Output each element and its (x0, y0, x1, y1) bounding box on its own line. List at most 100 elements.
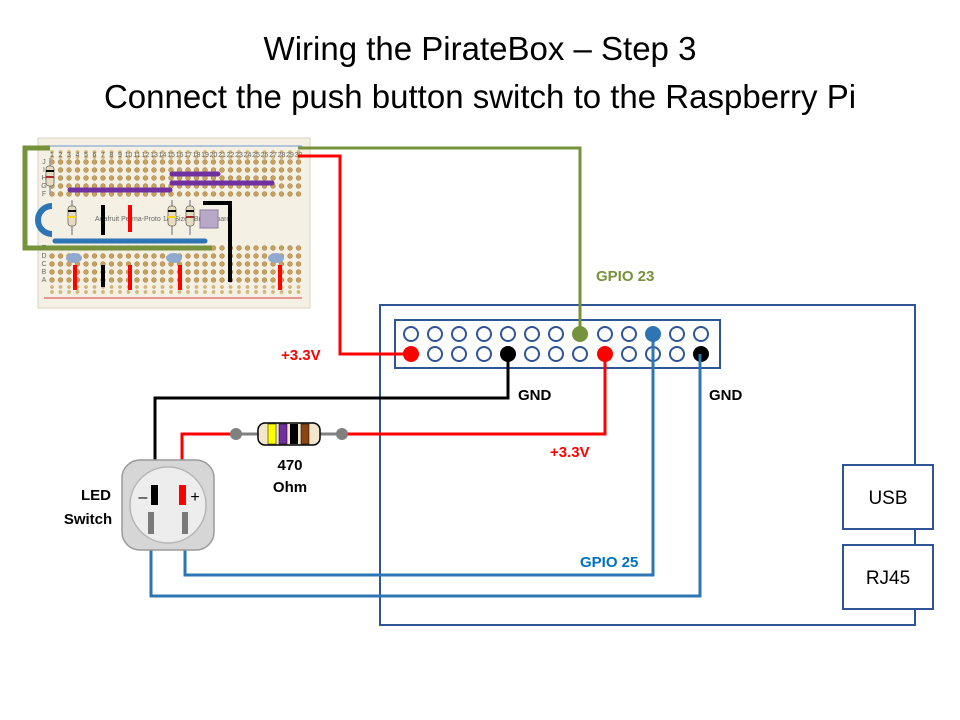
breadboard-hole (49, 277, 55, 283)
breadboard-hole (210, 277, 217, 283)
gpio-pin (451, 326, 467, 342)
breadboard-hole (278, 245, 285, 251)
breadboard-rail-hole (109, 150, 114, 154)
gpio-pin (693, 326, 709, 342)
gpio-pin (548, 326, 564, 342)
breadboard-rail-hole (177, 155, 182, 159)
breadboard-column-number: 25 (252, 152, 260, 159)
breadboard-hole (108, 175, 115, 181)
breadboard-hole (108, 159, 115, 165)
breadboard-rail-hole (84, 150, 88, 154)
breadboard-hole (236, 159, 242, 165)
gpio-pins (403, 326, 709, 362)
breadboard-column-number: 5 (84, 152, 88, 159)
gpio25-label: GPIO 25 (580, 554, 638, 571)
breadboard-column-number: 18 (193, 152, 201, 159)
breadboard-hole (193, 261, 200, 267)
usb-label: USB (868, 488, 907, 509)
breadboard-rail-hole (160, 290, 165, 294)
breadboard-rail-hole (279, 150, 284, 154)
breadboard-hole (287, 253, 293, 259)
gnd-blue-wire (149, 354, 702, 598)
breadboard-hole (202, 277, 208, 283)
bb-resistor-2 (67, 200, 77, 235)
breadboard-column-number: 26 (261, 152, 269, 159)
v33-red-wire-to-resistor (180, 354, 607, 496)
resistor-unit-label: Ohm (273, 479, 307, 496)
breadboard-hole (108, 253, 115, 259)
breadboard-hole (125, 253, 132, 259)
breadboard-rail-hole (220, 155, 224, 159)
breadboard-hole (66, 269, 72, 275)
breadboard-hole (108, 269, 115, 275)
breadboard-hole (57, 167, 64, 173)
breadboard-hole (261, 261, 268, 267)
breadboard-rail-hole (194, 150, 199, 154)
breadboard-brand-text: Adafruit Perma-Proto 1/2 Sized Breadboar… (95, 216, 231, 223)
breadboard-hole (142, 253, 149, 259)
breadboard-rail-hole (228, 150, 233, 154)
breadboard-column-number: 29 (286, 152, 294, 159)
breadboard-column-number: 21 (218, 152, 226, 159)
breadboard-hole (66, 277, 72, 283)
breadboard-rail-hole (194, 290, 199, 294)
breadboard-hole (108, 167, 115, 173)
breadboard-hole (219, 277, 225, 283)
breadboard-hole (244, 277, 251, 283)
bb-pad-3 (268, 253, 284, 263)
breadboard-hole (278, 159, 285, 165)
breadboard-hole (295, 159, 302, 165)
breadboard-rail-hole (220, 290, 224, 294)
band-yellow (267, 423, 277, 445)
breadboard-hole (57, 269, 64, 275)
breadboard-hole (253, 175, 259, 181)
breadboard-hole (287, 269, 293, 275)
breadboard-column-number: 8 (110, 152, 114, 159)
breadboard-hole (66, 159, 72, 165)
breadboard-row-letter: J (42, 159, 46, 166)
breadboard-row-letter: A (42, 277, 47, 284)
breadboard-hole (253, 253, 259, 259)
breadboard-hole (236, 261, 242, 267)
breadboard-hole (142, 167, 149, 173)
breadboard-hole (117, 159, 123, 165)
breadboard-hole (202, 253, 208, 259)
breadboard-hole (244, 175, 251, 181)
breadboard-hole (151, 159, 157, 165)
breadboard-hole (142, 277, 149, 283)
breadboard-hole (219, 175, 225, 181)
breadboard-rail-hole (245, 150, 250, 154)
breadboard-hole (193, 191, 200, 197)
breadboard-hole (253, 245, 259, 251)
bb-resistor-1 (45, 158, 55, 195)
breadboard-rail-hole (58, 155, 63, 159)
breadboard-hole (295, 253, 302, 259)
breadboard-hole (270, 159, 276, 165)
breadboard-hole (100, 253, 106, 259)
breadboard-hole (185, 159, 191, 165)
breadboard-hole (219, 159, 225, 165)
breadboard-rail-hole (92, 150, 97, 154)
breadboard-rail-hole (194, 285, 199, 289)
breadboard-hole (202, 261, 208, 267)
breadboard-hole (185, 269, 191, 275)
breadboard-rail-hole (228, 155, 233, 159)
blue-u-jumper (35, 203, 53, 237)
breadboard-hole (176, 191, 183, 197)
breadboard-hole (159, 261, 166, 267)
breadboard-rail-hole (288, 290, 292, 294)
breadboard-hole (270, 175, 276, 181)
breadboard-row-letter: F (42, 191, 46, 198)
breadboard-column-number: 2 (59, 152, 63, 159)
breadboard-column-number: 13 (150, 152, 158, 159)
breadboard-hole (74, 159, 81, 165)
breadboard-hole (57, 183, 64, 189)
breadboard-column-number: 28 (278, 152, 286, 159)
breadboard-rail-hole (262, 285, 267, 289)
breadboard-hole (261, 191, 268, 197)
breadboard-column-number: 24 (244, 152, 252, 159)
breadboard-rail-hole (228, 285, 233, 289)
breadboard-hole (219, 269, 225, 275)
breadboard-hole (125, 175, 132, 181)
